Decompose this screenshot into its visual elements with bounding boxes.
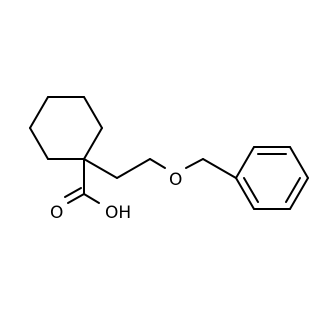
ethoxy-chain: O — [83, 158, 237, 190]
ring-bond — [29, 127, 49, 160]
hydroxyl-label: OH — [105, 203, 131, 223]
ether-oxygen-label: O — [169, 170, 182, 190]
chain-bond — [116, 158, 151, 179]
ring-bond — [83, 96, 103, 129]
chain-bond — [83, 158, 118, 179]
ring-bond — [29, 96, 49, 129]
benzylic-bond — [202, 158, 237, 179]
chain-bond — [185, 158, 204, 169]
c-o-double-bond — [67, 193, 85, 204]
chain-bond — [149, 158, 166, 169]
carbonyl-oxygen-label: O — [50, 203, 63, 223]
aromatic-double-bond — [243, 177, 259, 203]
cyclohexane-ring — [29, 96, 103, 160]
aromatic-double-bond — [285, 177, 301, 203]
ring-bond — [83, 127, 103, 160]
c-oh-bond — [83, 193, 100, 204]
ring-bond — [289, 177, 309, 210]
ring-bond — [289, 146, 309, 179]
c-o-double-bond — [64, 187, 82, 198]
carboxylic-acid-group: O OH — [50, 158, 131, 223]
ring-bond — [235, 146, 255, 179]
ring-bond — [235, 177, 255, 210]
benzene-ring — [235, 146, 309, 210]
